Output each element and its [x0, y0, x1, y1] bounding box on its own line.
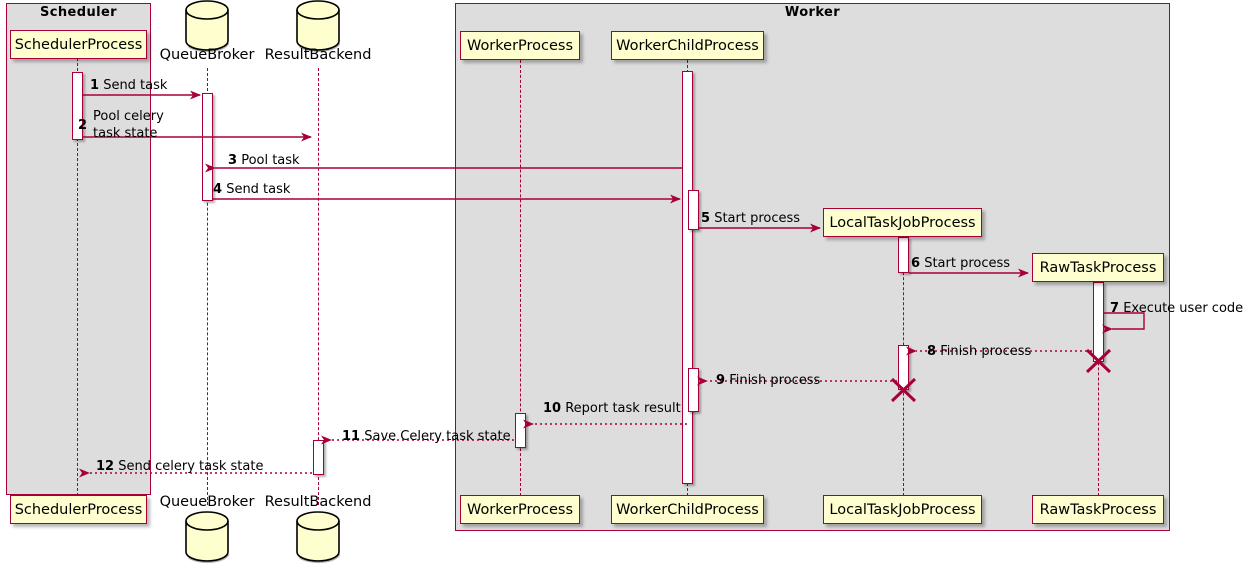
message-number: 3: [228, 153, 238, 168]
message-number: 7: [1110, 301, 1120, 316]
activation-localtaskjobprocess-1: [898, 237, 909, 273]
participant-rawtaskprocess-created[interactable]: RawTaskProcess: [1032, 253, 1164, 282]
message-label-9: 9 Finish process: [716, 373, 820, 388]
activation-workerchildprocess-nested-1: [688, 190, 699, 230]
activation-schedulerprocess: [72, 72, 83, 140]
message-text-line2: task state: [93, 126, 158, 141]
activation-workerchildprocess-main: [682, 71, 693, 484]
participant-label: ResultBackend: [264, 47, 372, 63]
participant-label: WorkerChildProcess: [616, 501, 759, 518]
participant-label: LocalTaskJobProcess: [829, 501, 976, 518]
message-label-5: 5 Start process: [701, 211, 800, 226]
message-label-1: 1 Send task: [90, 78, 167, 93]
activation-workerchildprocess-nested-2: [688, 368, 699, 412]
participant-resultbackend-bottom-label[interactable]: ResultBackend: [258, 494, 378, 510]
group-title-scheduler: Scheduler: [40, 5, 117, 20]
participant-label: SchedulerProcess: [14, 501, 143, 518]
message-number: 9: [716, 373, 726, 388]
arrow-message-7: [1102, 312, 1145, 334]
database-icon-queuebroker-bottom: [185, 511, 230, 564]
activation-resultbackend: [313, 440, 324, 475]
participant-label: QueueBroker: [159, 494, 255, 510]
lifeline-resultbackend: [318, 68, 319, 505]
message-label-6: 6 Start process: [911, 256, 1010, 271]
message-number: 5: [701, 211, 711, 226]
message-number: 4: [213, 182, 223, 197]
participant-label: WorkerProcess: [466, 37, 574, 54]
message-number: 6: [911, 256, 921, 271]
message-text: Send celery task state: [118, 459, 264, 474]
participant-label: LocalTaskJobProcess: [829, 214, 976, 231]
destroy-marker-localtaskjobprocess: [890, 377, 917, 403]
participant-label: QueueBroker: [159, 47, 255, 63]
message-number: 10: [543, 401, 562, 416]
lifeline-workerprocess: [520, 60, 521, 496]
participant-label: WorkerProcess: [466, 501, 574, 518]
database-icon-resultbackend-bottom: [296, 511, 341, 564]
message-text: Pool task: [241, 153, 300, 168]
participant-schedulerprocess-top[interactable]: SchedulerProcess: [10, 30, 147, 59]
message-text: Start process: [714, 211, 801, 226]
message-label-4: 4 Send task: [213, 182, 290, 197]
message-label-3: 3 Pool task: [228, 153, 300, 168]
message-number: 12: [96, 459, 115, 474]
lifeline-rawtaskprocess: [1098, 282, 1099, 496]
participant-localtaskjobprocess-created[interactable]: LocalTaskJobProcess: [823, 208, 982, 237]
message-number: 1: [90, 78, 100, 93]
participant-queuebroker-bottom-label[interactable]: QueueBroker: [152, 494, 262, 510]
message-label-11: 11 Save Celery task state: [342, 429, 511, 444]
database-icon-queuebroker-top: [185, 0, 230, 53]
participant-workerprocess-top[interactable]: WorkerProcess: [460, 31, 580, 60]
message-number: 2: [78, 118, 88, 133]
participant-label: ResultBackend: [264, 494, 372, 510]
message-text: Send task: [226, 182, 291, 197]
message-number: 8: [927, 344, 937, 359]
lifeline-queuebroker: [207, 68, 208, 505]
participant-rawtaskprocess-bottom[interactable]: RawTaskProcess: [1032, 495, 1164, 524]
message-label-7: 7 Execute user code: [1110, 301, 1243, 316]
message-text: Save Celery task state: [364, 429, 511, 444]
participant-label: WorkerChildProcess: [616, 37, 759, 54]
lifeline-schedulerprocess: [77, 58, 78, 496]
message-label-10: 10 Report task result: [543, 401, 681, 416]
activation-workerprocess: [515, 413, 526, 448]
message-label-2: 2 Pool celery task state: [78, 108, 164, 142]
message-label-12: 12 Send celery task state: [96, 459, 263, 474]
destroy-marker-rawtaskprocess: [1085, 348, 1112, 374]
message-label-8: 8 Finish process: [927, 344, 1031, 359]
message-text: Report task result: [565, 401, 681, 416]
group-title-worker: Worker: [784, 5, 841, 20]
participant-resultbackend-top-label[interactable]: ResultBackend: [258, 47, 378, 63]
participant-schedulerprocess-bottom[interactable]: SchedulerProcess: [10, 495, 147, 524]
participant-localtaskjobprocess-bottom[interactable]: LocalTaskJobProcess: [823, 495, 982, 524]
participant-workerprocess-bottom[interactable]: WorkerProcess: [460, 495, 580, 524]
participant-workerchildprocess-top[interactable]: WorkerChildProcess: [611, 31, 764, 60]
message-text-line1: Pool celery: [93, 109, 164, 124]
activation-queuebroker: [202, 93, 213, 201]
message-text: Finish process: [940, 344, 1032, 359]
participant-label: SchedulerProcess: [14, 36, 143, 53]
message-text: Send task: [103, 78, 168, 93]
participant-queuebroker-top-label[interactable]: QueueBroker: [152, 47, 262, 63]
participant-label: RawTaskProcess: [1039, 259, 1157, 276]
database-icon-resultbackend-top: [296, 0, 341, 53]
message-text: Finish process: [729, 373, 821, 388]
message-text: Execute user code: [1123, 301, 1244, 316]
message-number: 11: [342, 429, 361, 444]
participant-workerchildprocess-bottom[interactable]: WorkerChildProcess: [611, 495, 764, 524]
message-text: Start process: [924, 256, 1011, 271]
participant-label: RawTaskProcess: [1039, 501, 1157, 518]
